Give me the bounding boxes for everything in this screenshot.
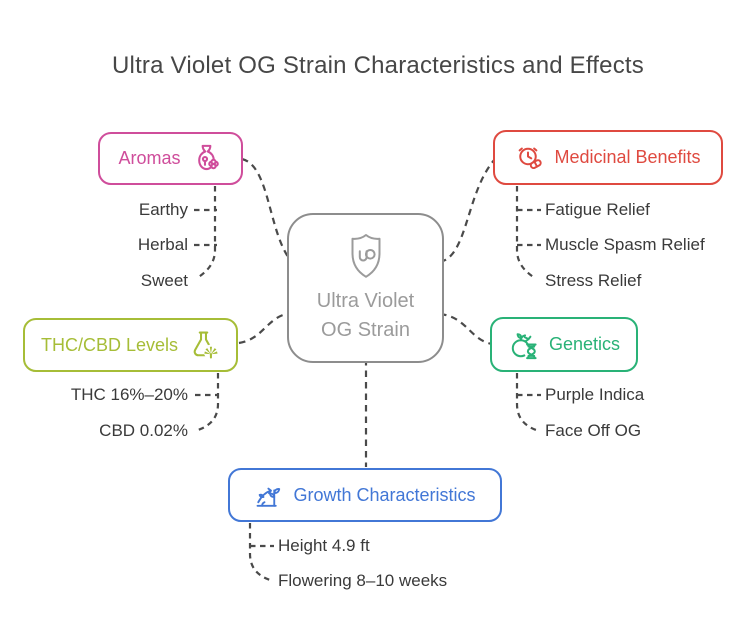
thc-item-cbd-level: CBD 0.02% <box>99 421 188 440</box>
growth-item-height: Height 4.9 ft <box>278 536 370 555</box>
medicinal-item-muscle-spasm-relief: Muscle Spasm Relief <box>545 235 705 254</box>
diagram-title: Ultra Violet OG Strain Characteristics a… <box>112 52 644 79</box>
medicinal-benefits-label: Medicinal Benefits <box>554 147 701 167</box>
connector-center-genetics <box>439 312 493 346</box>
flask-cannabis-icon <box>193 331 219 359</box>
genetics-item-tree <box>515 373 537 432</box>
medicinal-item-stress-relief: Stress Relief <box>545 271 642 290</box>
apple-dna-icon <box>511 332 539 359</box>
connector-thc-center <box>238 311 292 345</box>
thc-item-thc-level: THC 16%–20% <box>70 385 188 404</box>
growth-item-tree <box>248 523 271 582</box>
aromas-item-earthy: Earthy <box>138 200 188 219</box>
connector-aromas-center <box>241 157 292 262</box>
central-node-label-line2: OG Strain <box>321 318 410 341</box>
aromas-item-sweet: Sweet <box>140 271 188 290</box>
aromas-label: Aromas <box>118 148 181 168</box>
plant-growth-icon <box>257 487 281 507</box>
genetics-node: Genetics <box>490 317 638 372</box>
thc-cbd-levels-label: THC/CBD Levels <box>40 334 179 355</box>
aroma-diffuser-icon <box>197 144 219 171</box>
aromas-node: Aromas <box>98 132 243 185</box>
aromas-item-tree <box>196 186 217 279</box>
growth-characteristics-node: Growth Characteristics <box>228 468 502 522</box>
medicinal-item-fatigue-relief: Fatigue Relief <box>545 200 650 219</box>
genetics-item-purple-indica: Purple Indica <box>545 385 645 404</box>
genetics-item-face-off-og: Face Off OG <box>545 421 642 440</box>
connector-center-medicinal <box>439 158 496 264</box>
aromas-item-herbal: Herbal <box>137 235 188 254</box>
thc-item-tree <box>197 373 220 432</box>
thc-cbd-levels-node: THC/CBD Levels <box>23 318 238 372</box>
central-node-label-line1: Ultra Violet <box>316 289 415 312</box>
genetics-label: Genetics <box>548 334 621 354</box>
shield-uo-icon <box>351 233 380 278</box>
clock-pill-icon <box>519 147 543 169</box>
central-node: Ultra Violet OG Strain <box>287 213 444 363</box>
growth-characteristics-label: Growth Characteristics <box>293 484 476 505</box>
medicinal-item-tree <box>515 186 536 279</box>
growth-item-flowering: Flowering 8–10 weeks <box>278 571 448 590</box>
medicinal-benefits-node: Medicinal Benefits <box>493 130 723 185</box>
